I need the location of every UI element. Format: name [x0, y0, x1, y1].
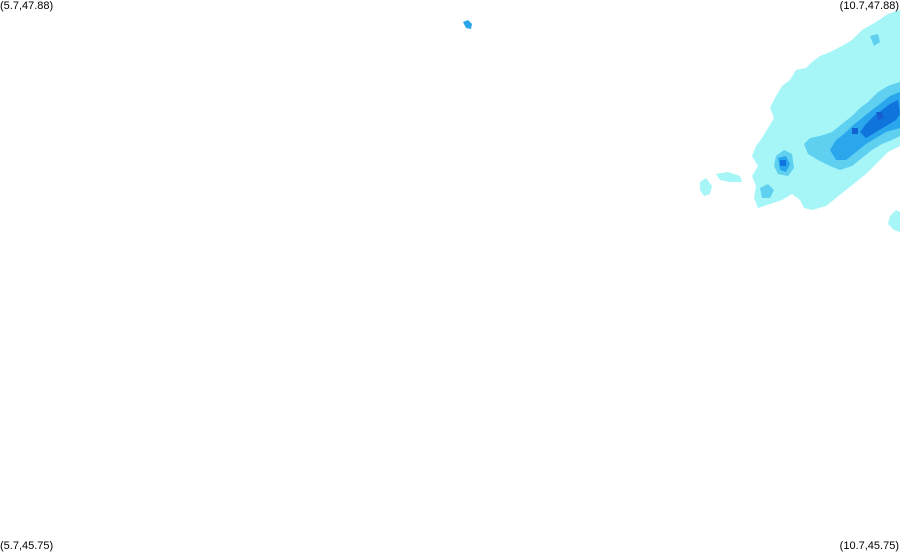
precip-medium-south [760, 184, 774, 198]
precip-heavy-spot-1 [876, 112, 884, 120]
precip-heavy-spot-2 [852, 128, 858, 134]
corner-label-top-left: (5.7,47.88) [0, 0, 54, 12]
precip-intense-west [780, 160, 786, 166]
precip-medium-top [870, 34, 880, 46]
corner-label-bottom-left: (5.7,45.75) [0, 540, 54, 552]
precip-light-streak [716, 172, 742, 182]
precip-light-isolated [700, 178, 712, 196]
corner-label-bottom-right: (10.7,45.75) [839, 540, 899, 552]
precip-area-north-spot [463, 20, 472, 29]
corner-label-top-right: (10.7,47.88) [839, 0, 899, 12]
precip-light-edge [888, 210, 900, 232]
precip-area-northeast [700, 10, 900, 232]
precip-strong-spot [463, 20, 472, 29]
